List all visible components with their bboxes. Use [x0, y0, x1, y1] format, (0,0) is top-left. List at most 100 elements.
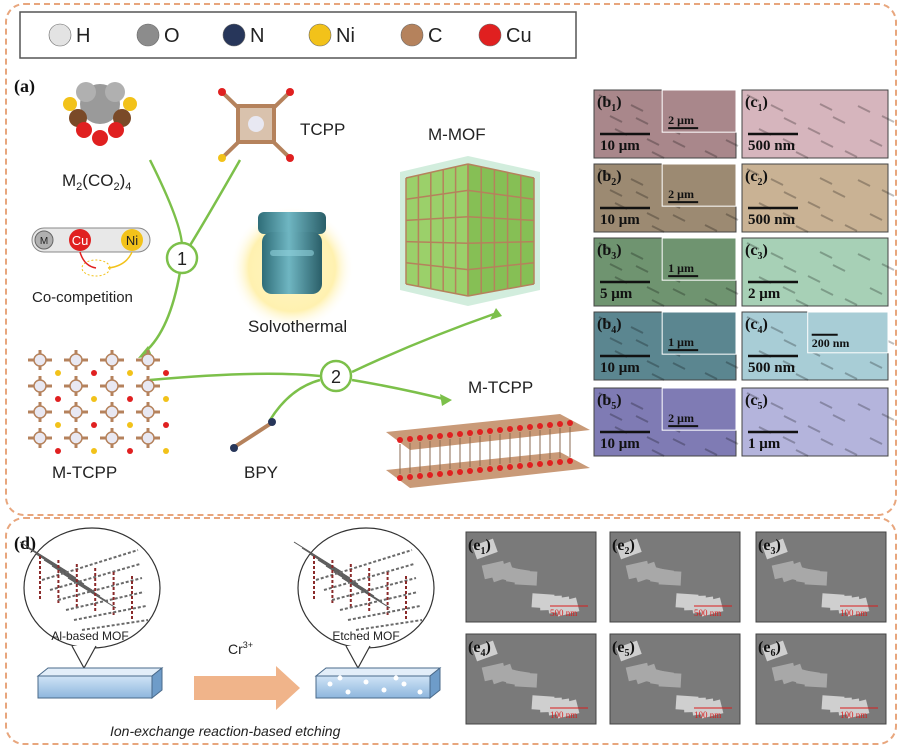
scale-label: 100 nm: [550, 710, 577, 720]
mtcpp-left-label: M-TCPP: [52, 463, 117, 482]
panel-e1: (e1) 500 nm: [465, 531, 597, 623]
bpy-label: BPY: [244, 463, 278, 482]
etched-mof-label: Etched MOF: [332, 629, 399, 643]
legend-symbol: Ni: [336, 25, 355, 47]
mmof-cube: [400, 156, 540, 306]
panel-e2: (e2)500 nm: [609, 531, 741, 623]
main-scale: 500 nm: [748, 212, 796, 228]
legend-symbol: H: [76, 25, 90, 47]
frame-top: [5, 3, 897, 516]
scale-label: 100 nm: [694, 710, 721, 720]
panel-e5: (e5) 100 nm: [609, 633, 741, 725]
inset-scale: 1 μm: [668, 335, 694, 349]
svg-text:M: M: [40, 236, 48, 247]
panel-a-label: (a): [14, 76, 35, 97]
arrow-m2co24-to-step1: [148, 159, 184, 256]
inset-scale: 2 μm: [668, 187, 694, 201]
inset-scale: 2 μm: [668, 411, 694, 425]
legend-swatch: [48, 23, 72, 47]
solvothermal-label: Solvothermal: [248, 317, 347, 336]
tcpp-label: TCPP: [300, 120, 345, 139]
panel-e4: (e4) 100 nm: [465, 633, 597, 725]
arrow-mtcpp-to-step2: [149, 372, 321, 382]
panel-label: (e6): [758, 639, 781, 659]
main-scale: 1 μm: [748, 436, 781, 452]
legend-item-cu: Cu: [478, 23, 532, 47]
legend-swatch: [400, 23, 424, 47]
legend-swatch: [136, 23, 160, 47]
scale-label: 500 nm: [694, 608, 721, 618]
panel-label: (c5): [745, 392, 768, 412]
legend-symbol: Cu: [506, 25, 532, 47]
panel-d-caption: Ion-exchange reaction-based etching: [110, 723, 341, 739]
panel-e3: (e3) 100 nm: [755, 531, 887, 623]
legend-item-o: O: [136, 23, 180, 47]
main-scale: 10 μm: [600, 436, 640, 452]
inset-scale: 2 μm: [668, 113, 694, 127]
legend-swatch: [478, 23, 502, 47]
legend-item-c: C: [400, 23, 442, 47]
panel-label: (c2): [745, 168, 768, 188]
arrow-bpy-to-step2: [268, 378, 321, 421]
atom-legend: H O N Ni C Cu: [19, 11, 577, 59]
etched-mof-lattice: [293, 541, 423, 631]
panel-c2: (c2) 500 nm: [741, 163, 895, 233]
ion-exchange-arrow: [194, 666, 300, 710]
panel-label: (b3): [597, 242, 622, 262]
panel-c3: (c3) 2 μm: [741, 237, 895, 307]
scale-label: 500 nm: [550, 608, 577, 618]
mtcpp-right-label: M-TCPP: [468, 378, 533, 397]
panel-label: (c3): [745, 242, 768, 262]
etched-mof-bar: [315, 675, 431, 699]
panel-label: (e1): [468, 537, 491, 557]
panel-b5: (b5) 2 μm 10 μm: [593, 387, 739, 457]
arrow-step2-to-mmof: [351, 312, 495, 374]
arrowhead-to-mtcpp-layer: [440, 394, 452, 406]
panel-e6: (e6) 100 nm: [755, 633, 887, 725]
legend-symbol: C: [428, 25, 442, 47]
panel-label: (b5): [597, 392, 622, 412]
step1-circle: [165, 241, 199, 275]
al-mof-lattice: [19, 541, 149, 631]
arrowhead-to-mmof: [490, 308, 502, 320]
panel-label: (e3): [758, 537, 781, 557]
m2co24-molecule: [63, 82, 137, 146]
inset-scale: 1 μm: [668, 261, 694, 275]
svg-text:Cu: Cu: [72, 233, 89, 248]
scale-label: 100 nm: [840, 608, 867, 618]
bpy-molecule: [230, 418, 276, 452]
panel-c5: (c5) 1 μm: [741, 387, 895, 457]
mtcpp-layered: [386, 414, 590, 488]
main-scale: 5 μm: [600, 286, 633, 302]
mtcpp-sheet: [28, 350, 169, 454]
solvothermal-reactor: [230, 206, 354, 330]
metal-competition-chip: M Cu Ni: [31, 227, 151, 277]
panel-c1: (c1)500 nm: [741, 89, 895, 159]
panel-label: (e5): [612, 639, 635, 659]
panel-label: (c4): [745, 316, 768, 336]
m2co24-label: M2(CO2)4: [62, 171, 131, 193]
panel-label: (b1): [597, 94, 622, 114]
step1-label: 1: [177, 249, 187, 269]
tcpp-molecule: [218, 88, 294, 162]
legend-swatch: [308, 23, 332, 47]
arrow-step1-to-mtcpp: [144, 271, 182, 353]
al-mof-label: Al-based MOF: [51, 629, 128, 643]
panel-label: (e4): [468, 639, 491, 659]
legend-symbol: O: [164, 25, 180, 47]
legend-swatch: [222, 23, 246, 47]
ion-label: Cr3+: [228, 640, 253, 657]
legend-item-n: N: [222, 23, 264, 47]
scale-label: 100 nm: [840, 710, 867, 720]
panel-d: (d) Al-based MOF Etched MOF Cr3+ Ion-exc…: [14, 527, 442, 739]
etch-pores: [327, 675, 423, 695]
main-scale: 2 μm: [748, 286, 781, 302]
legend-symbol: N: [250, 25, 264, 47]
panel-label: (b2): [597, 168, 622, 188]
